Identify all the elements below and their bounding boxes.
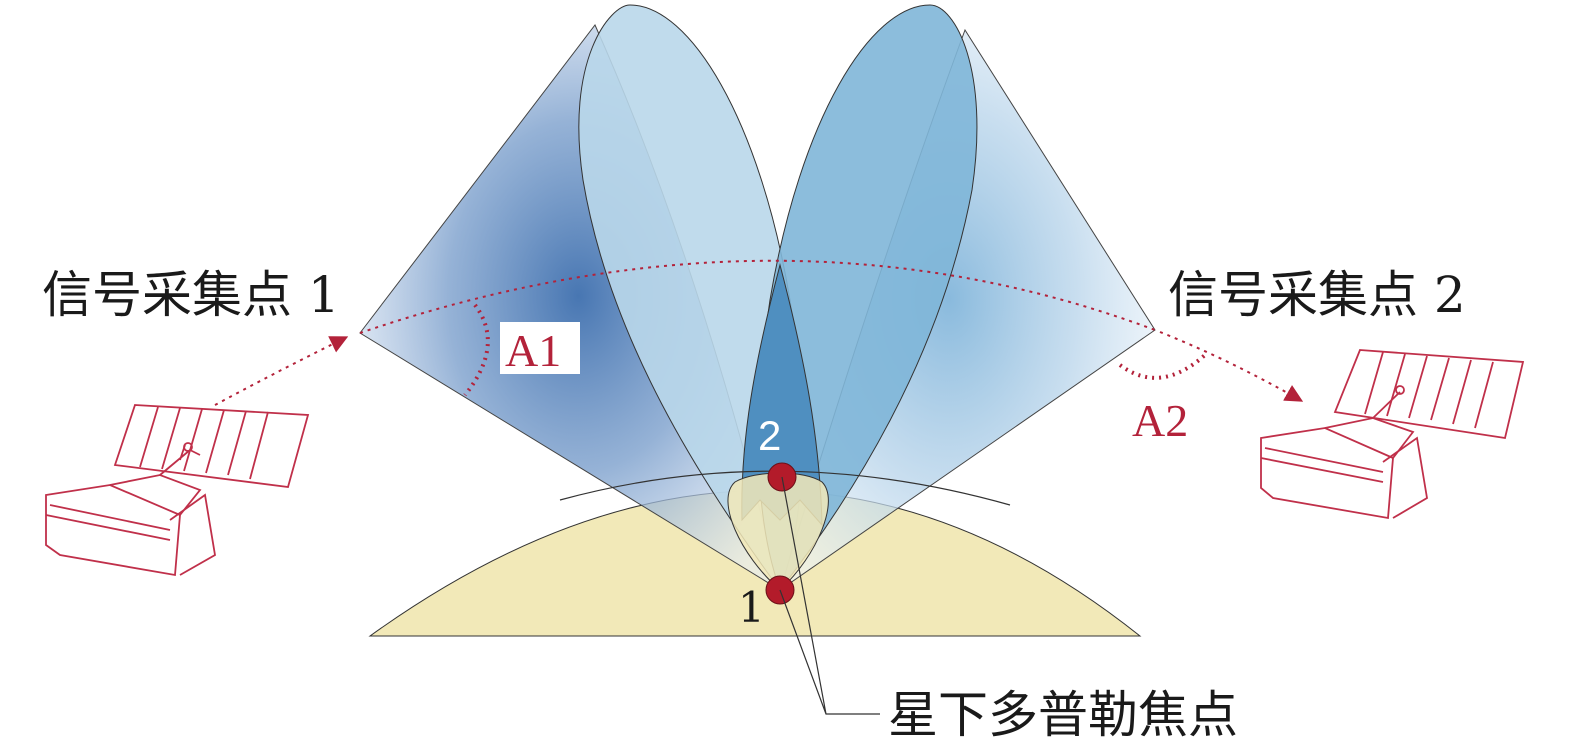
collection-point-2-label: 信号采集点 2 [1168,266,1466,324]
track-entry-arrow [214,336,349,406]
doppler-focus-label: 星下多普勒焦点 [888,686,1238,744]
focus-2-label: 2 [758,412,781,459]
satellite-icon [1260,349,1525,520]
collection-point-1-label: 信号采集点 1 [42,266,340,324]
angle-a1-label-box [500,322,580,374]
track-exit-arrow [1159,331,1304,402]
angle-a1-arc [463,303,490,397]
doppler-leader-lines [779,476,880,715]
angle-a2-arc [1118,353,1207,380]
satellite-track [359,259,1156,334]
angle-a2-label: A2 [1132,395,1188,446]
focus-1-label: 1 [738,583,765,632]
satellite-icon [45,404,310,577]
angle-a1-label: A1 [505,325,561,376]
